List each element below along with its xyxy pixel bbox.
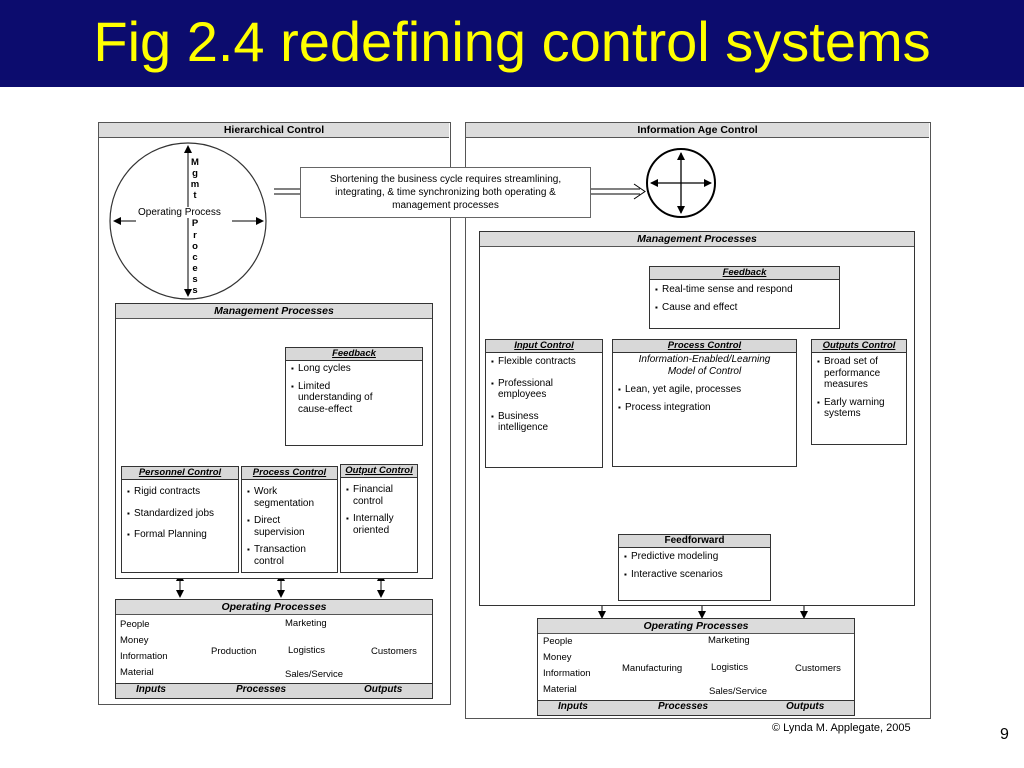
information-age-control-header: Information Age Control xyxy=(466,123,929,138)
left-operating-footer xyxy=(116,683,432,698)
mgmt-letter: r xyxy=(193,230,197,241)
left-process-control-title: Process Control xyxy=(252,467,327,478)
ia-input-money: Money xyxy=(543,652,572,663)
copyright-notice: © Lynda M. Applegate, 2005 xyxy=(772,722,911,734)
list-item: Limited understanding of cause-effect xyxy=(291,381,388,416)
personnel-control-title: Personnel Control xyxy=(138,467,222,478)
ia-input-control-title: Input Control xyxy=(514,340,574,351)
left-feedback-title: Feedback xyxy=(332,348,376,359)
list-item: Predictive modeling xyxy=(624,551,767,563)
left-operating-processes xyxy=(115,599,433,699)
streamlining-callout: Shortening the business cycle requires s… xyxy=(300,167,591,218)
list-item: Work segmentation xyxy=(247,486,324,509)
left-management-title: Management Processes xyxy=(116,304,432,319)
list-item: Direct supervision xyxy=(247,515,316,538)
ia-management-title: Management Processes xyxy=(480,232,914,247)
ia-process-control-title: Process Control xyxy=(667,340,742,351)
left-process-control-box: Process Control Work segmentation Direct… xyxy=(241,466,338,573)
ia-input-people: People xyxy=(543,636,573,647)
ia-logistics-label: Logistics xyxy=(711,662,748,673)
list-item: Broad set of performance measures xyxy=(817,356,898,391)
left-marketing-label: Marketing xyxy=(285,618,327,629)
page-number: 9 xyxy=(1000,726,1009,743)
mgmt-letter: c xyxy=(192,252,198,263)
mgmt-letter: m xyxy=(190,179,200,190)
left-output-control-title: Output Control xyxy=(345,465,413,476)
list-item: Standardized jobs xyxy=(127,508,235,520)
mgmt-letter: M xyxy=(191,157,199,168)
left-feedback-box: Feedback Long cycles Limited understandi… xyxy=(285,347,423,446)
mgmt-letter: t xyxy=(193,190,197,201)
ia-footer-outputs: Outputs xyxy=(786,701,825,712)
left-output-control-box: Output Control Financial control Interna… xyxy=(340,464,418,573)
left-customers-label: Customers xyxy=(371,646,417,657)
callout-line-1: Shortening the business cycle requires s… xyxy=(329,174,562,185)
left-input-money: Money xyxy=(120,635,149,646)
ia-feedforward-box: Feedforward Predictive modeling Interact… xyxy=(618,534,771,601)
list-item: Early warning systems xyxy=(817,397,898,420)
left-footer-inputs: Inputs xyxy=(136,684,166,695)
ia-marketing-label: Marketing xyxy=(708,635,750,646)
list-item: Flexible contracts xyxy=(491,356,599,368)
ia-outputs-control-box: Outputs Control Broad set of performance… xyxy=(811,339,907,445)
slide-title: Fig 2.4 redefining control systems xyxy=(93,10,931,73)
ia-input-material: Material xyxy=(543,684,577,695)
list-item: Interactive scenarios xyxy=(624,569,767,581)
list-item: Internally oriented xyxy=(346,513,409,536)
callout-line-2: integrating, & time synchronizing both o… xyxy=(335,187,556,198)
ia-operating-footer xyxy=(538,700,854,715)
mgmt-letter: s xyxy=(192,285,198,296)
list-item: Long cycles xyxy=(291,363,419,375)
callout-line-3: management processes xyxy=(392,200,499,211)
ia-input-information: Information xyxy=(543,668,591,679)
mgmt-letter: s xyxy=(192,274,198,285)
list-item: Financial control xyxy=(346,484,409,507)
ia-input-control-box: Input Control Flexible contracts Profess… xyxy=(485,339,603,468)
personnel-control-box: Personnel Control Rigid contracts Standa… xyxy=(121,466,239,573)
list-item: Business intelligence xyxy=(491,411,560,434)
hierarchical-control-header: Hierarchical Control xyxy=(99,123,449,138)
left-production-label: Production xyxy=(211,646,257,657)
list-item: Formal Planning xyxy=(127,529,235,541)
ia-process-subtitle: Information-Enabled/Learning Model of Co… xyxy=(638,354,771,377)
left-footer-outputs: Outputs xyxy=(364,684,403,695)
list-item: Transaction control xyxy=(247,544,324,567)
mgmt-letter: g xyxy=(192,168,198,179)
left-input-material: Material xyxy=(120,667,154,678)
list-item: Real-time sense and respond xyxy=(655,284,836,296)
ia-outputs-control-title: Outputs Control xyxy=(822,340,896,351)
title-bar xyxy=(0,0,1024,87)
left-sales-label: Sales/Service xyxy=(285,669,344,680)
mgmt-letter: e xyxy=(192,263,198,274)
ia-footer-processes: Processes xyxy=(658,701,709,712)
left-footer-processes: Processes xyxy=(236,684,287,695)
list-item: Cause and effect xyxy=(655,302,836,314)
ia-operating-title: Operating Processes xyxy=(538,619,854,634)
mgmt-letter: o xyxy=(192,241,198,252)
operating-process-label: Operating Process xyxy=(137,207,222,218)
ia-sales-label: Sales/Service xyxy=(709,686,768,697)
ia-feedforward-title: Feedforward xyxy=(619,535,770,548)
left-input-information: Information xyxy=(120,651,168,662)
left-logistics-label: Logistics xyxy=(288,645,325,656)
list-item: Process integration xyxy=(618,402,793,414)
left-operating-title: Operating Processes xyxy=(116,600,432,615)
transition-arrow-head xyxy=(633,183,646,200)
left-input-people: People xyxy=(120,619,150,630)
list-item: Lean, yet agile, processes xyxy=(618,384,793,396)
ia-manufacturing-label: Manufacturing xyxy=(622,663,683,674)
ia-feedback-box: Feedback Real-time sense and respond Cau… xyxy=(649,266,840,329)
ia-footer-inputs: Inputs xyxy=(558,701,588,712)
ia-process-control-box: Process Control Information-Enabled/Lear… xyxy=(612,339,797,467)
list-item: Rigid contracts xyxy=(127,486,235,498)
mgmt-letter: P xyxy=(191,218,199,229)
ia-operating-processes xyxy=(537,618,855,716)
list-item: Professional employees xyxy=(491,378,568,401)
ia-customers-label: Customers xyxy=(795,663,841,674)
ia-feedback-title: Feedback xyxy=(722,267,767,278)
